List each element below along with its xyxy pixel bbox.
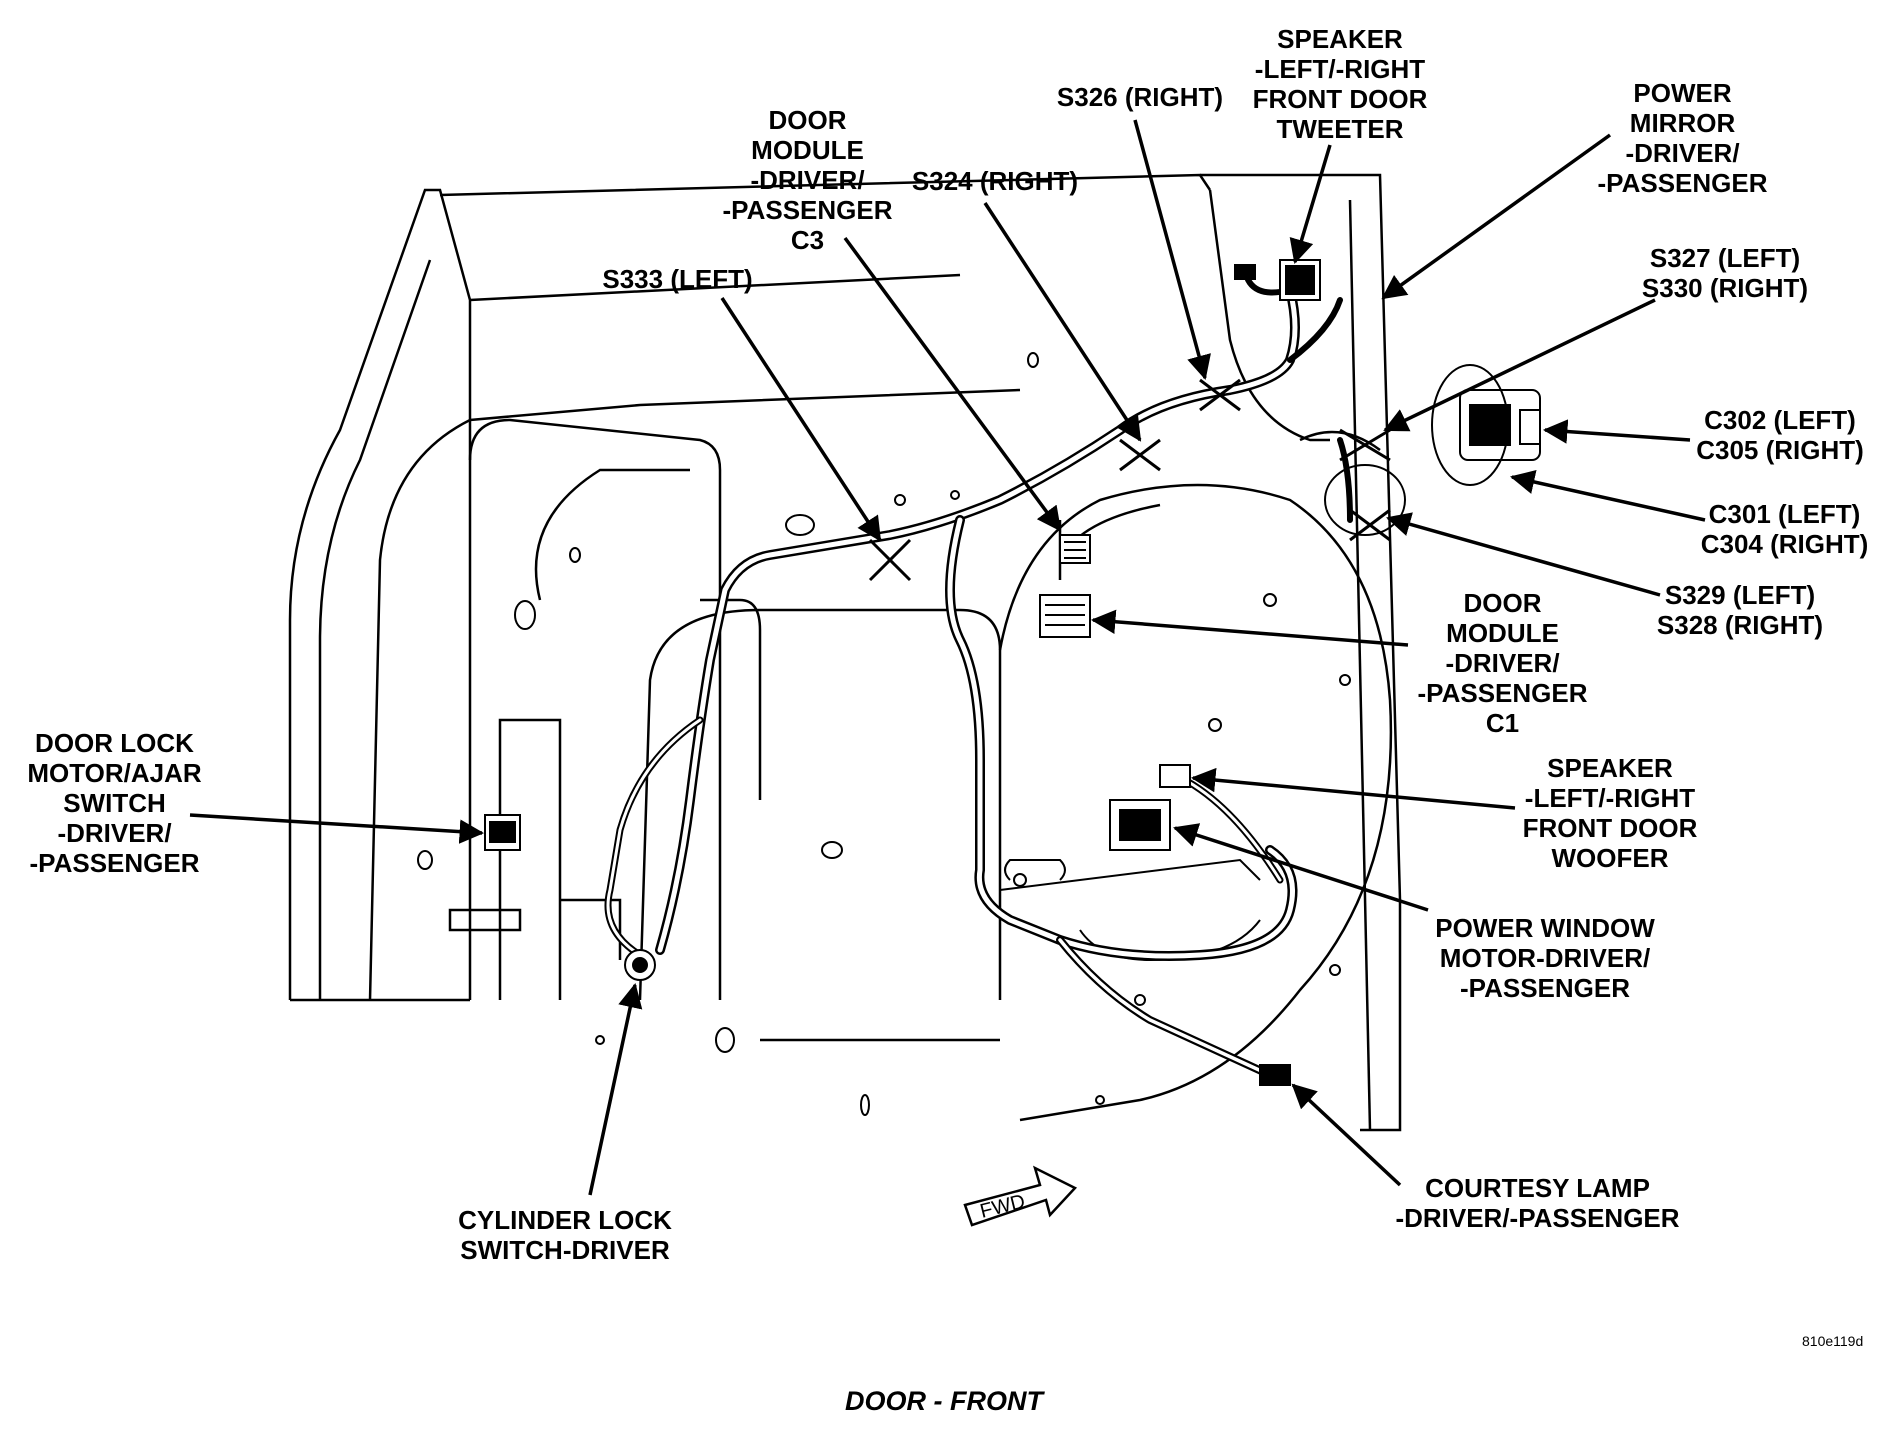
callout-line: -DRIVER/ bbox=[57, 818, 172, 848]
callout-line: MOTOR/AJAR bbox=[27, 758, 202, 788]
callout-line: DOOR LOCK bbox=[35, 728, 194, 758]
panel-holes bbox=[417, 352, 1351, 1116]
callout-line: S333 (LEFT) bbox=[602, 264, 753, 294]
callout-line: POWER bbox=[1633, 78, 1732, 108]
callout-line: S326 (RIGHT) bbox=[1056, 82, 1224, 112]
callout-line: FRONT DOOR bbox=[1252, 84, 1428, 114]
callout-line: C3 bbox=[790, 225, 825, 255]
fwd-label: FWD bbox=[978, 1190, 1028, 1222]
callout-line: -DRIVER/ bbox=[750, 165, 865, 195]
callout-line: -LEFT/-RIGHT bbox=[1524, 783, 1696, 813]
door-frame bbox=[288, 173, 1402, 1132]
callout-s327-s330: S327 (LEFT)S330 (RIGHT) bbox=[1635, 243, 1815, 303]
callout-line: C301 (LEFT) bbox=[1708, 499, 1861, 529]
callout-line: C304 (RIGHT) bbox=[1700, 529, 1869, 559]
callout-line: MOTOR-DRIVER/ bbox=[1439, 943, 1651, 973]
callout-c302-c305: C302 (LEFT)C305 (RIGHT) bbox=[1690, 405, 1870, 465]
leader-arrows bbox=[189, 119, 1706, 1196]
callout-line: SWITCH bbox=[63, 788, 166, 818]
callout-line: FRONT DOOR bbox=[1522, 813, 1698, 843]
connectors bbox=[484, 259, 1541, 1086]
callout-line: -DRIVER/-PASSENGER bbox=[1395, 1203, 1680, 1233]
callout-line: -PASSENGER bbox=[29, 848, 200, 878]
callout-line: MIRROR bbox=[1629, 108, 1736, 138]
callout-s324: S324 (RIGHT) bbox=[900, 166, 1090, 196]
callout-line: WOOFER bbox=[1551, 843, 1669, 873]
fwd-arrow: FWD bbox=[963, 1165, 1078, 1227]
motor-plate bbox=[999, 858, 1261, 962]
callout-line: DOOR bbox=[1463, 588, 1542, 618]
figure-caption: DOOR - FRONT bbox=[845, 1386, 1043, 1416]
callout-line: COURTESY LAMP bbox=[1425, 1173, 1650, 1203]
callout-line: DOOR bbox=[768, 105, 847, 135]
callout-line: S328 (RIGHT) bbox=[1656, 610, 1824, 640]
callout-line: -DRIVER/ bbox=[1445, 648, 1560, 678]
callout-line: S329 (LEFT) bbox=[1664, 580, 1816, 610]
callout-line: S324 (RIGHT) bbox=[911, 166, 1079, 196]
callout-c301-c304: C301 (LEFT)C304 (RIGHT) bbox=[1692, 499, 1877, 559]
callout-line: -PASSENGER bbox=[1460, 973, 1630, 1003]
callout-line: C1 bbox=[1485, 708, 1520, 738]
callout-line: -PASSENGER bbox=[1597, 168, 1768, 198]
callout-line: SPEAKER bbox=[1277, 24, 1403, 54]
callout-line: S327 (LEFT) bbox=[1649, 243, 1801, 273]
callout-line: MODULE bbox=[751, 135, 864, 165]
callout-line: TWEETER bbox=[1276, 114, 1404, 144]
callout-s326: S326 (RIGHT) bbox=[1045, 82, 1235, 112]
callout-line: POWER WINDOW bbox=[1435, 913, 1655, 943]
wiring-harness bbox=[604, 267, 1353, 1079]
figure-id: 810e119d bbox=[1802, 1333, 1864, 1349]
callout-line: -DRIVER/ bbox=[1625, 138, 1740, 168]
callout-line: -LEFT/-RIGHT bbox=[1254, 54, 1426, 84]
callout-line: MODULE bbox=[1446, 618, 1559, 648]
callout-line: -PASSENGER bbox=[1417, 678, 1588, 708]
callout-line: C305 (RIGHT) bbox=[1696, 435, 1864, 465]
inner-panel bbox=[448, 418, 1393, 1122]
callout-s329-s328: S329 (LEFT)S328 (RIGHT) bbox=[1650, 580, 1830, 640]
callout-line: C302 (LEFT) bbox=[1704, 405, 1856, 435]
callout-courtesy-lamp: COURTESY LAMP-DRIVER/-PASSENGER bbox=[1380, 1173, 1695, 1233]
callout-line: -PASSENGER bbox=[722, 195, 893, 225]
callout-line: SWITCH-DRIVER bbox=[460, 1235, 670, 1265]
callout-s333: S333 (LEFT) bbox=[590, 264, 765, 294]
callout-line: S330 (RIGHT) bbox=[1641, 273, 1809, 303]
callout-line: CYLINDER LOCK bbox=[458, 1205, 672, 1235]
splice-marks bbox=[868, 378, 1391, 582]
callout-line: SPEAKER bbox=[1547, 753, 1673, 783]
